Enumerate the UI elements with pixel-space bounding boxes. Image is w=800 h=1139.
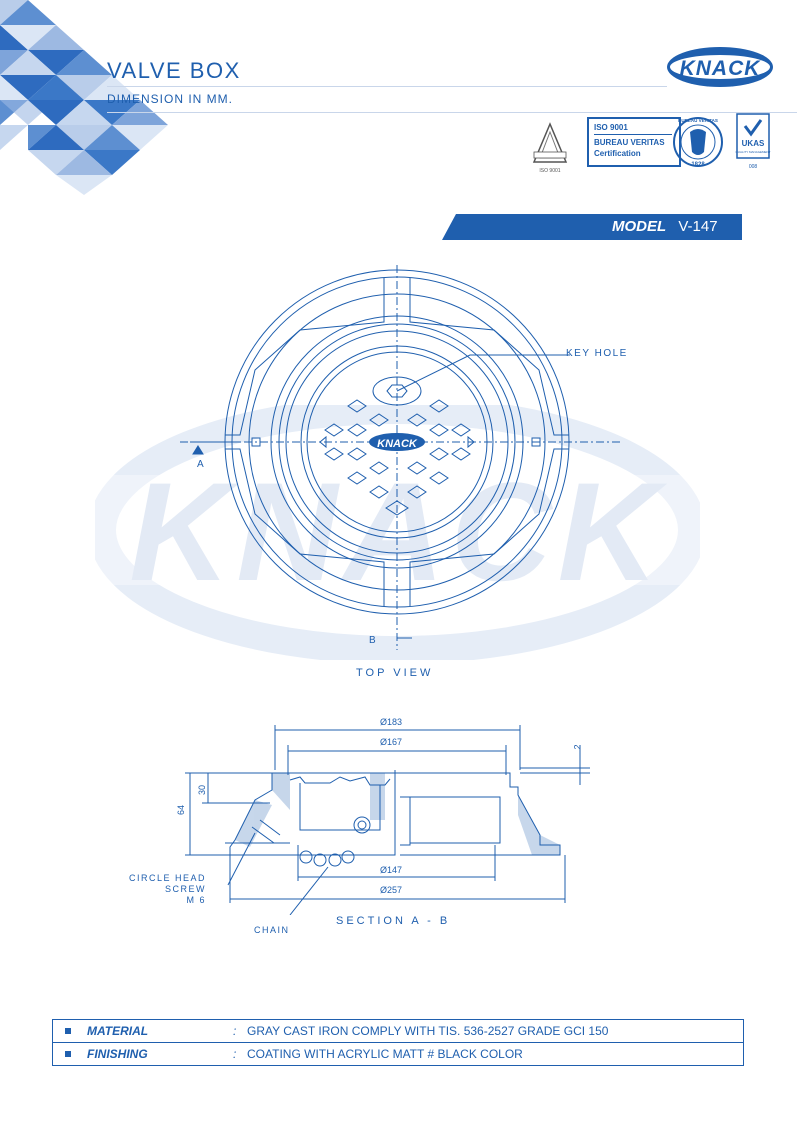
spec-label: FINISHING [87,1047,148,1061]
dim-64: 64 [176,804,187,816]
chain-label: CHAIN [254,925,290,935]
dim-183: Ø183 [380,717,403,727]
section-view-drawing [185,725,590,915]
ukas-sub: QUALITY MANAGEMENT [735,150,770,154]
dim-30: 30 [197,784,208,796]
spec-table: MATERIAL : GRAY CAST IRON COMPLY WITH TI… [52,1019,744,1066]
spec-row-material: MATERIAL : GRAY CAST IRON COMPLY WITH TI… [53,1020,743,1042]
triangle-decoration [0,0,168,195]
cover-logo-text: KNACK [377,438,418,450]
spec-colon: : [233,1047,237,1061]
bullet-icon [65,1051,71,1057]
screw-label-line-1: CIRCLE HEAD [128,873,206,883]
bv-seal: BUREAU VERITAS 1828 [673,117,723,168]
section-view-caption: SECTION A - B [336,915,451,927]
model-banner [442,214,742,240]
spec-label: MATERIAL [87,1024,149,1038]
tisi-caption: ISO 9001 [539,168,560,174]
section-mark-a: A [197,459,206,470]
bullet-icon [65,1028,71,1034]
page-subtitle: DIMENSION IN MM. [107,92,233,106]
section-mark-b: B [369,635,378,646]
spec-colon: : [233,1024,237,1038]
model-value: V-147 [678,218,718,235]
dim-167: Ø167 [380,737,403,747]
key-hole-label: KEY HOLE [566,348,628,359]
ukas-name: UKAS [742,139,765,148]
screw-label-line-3: M 6 [186,895,206,905]
model-label: MODEL [612,218,667,235]
bv-seal-top: BUREAU VERITAS [678,118,718,123]
page-title: VALVE BOX [107,58,241,83]
spec-value: COATING WITH ACRYLIC MATT # BLACK COLOR [247,1047,523,1061]
knack-logo: KNACK [667,47,773,87]
ukas-num: 008 [749,164,758,170]
top-view-drawing: KNACK [180,265,620,650]
subtitle-divider [107,112,797,113]
bv-line-1: ISO 9001 [594,123,628,132]
bv-seal-year: 1828 [691,162,705,168]
screw-label: CIRCLE HEAD SCREW M 6 [128,873,206,906]
bv-certification-box: ISO 9001 BUREAU VERITAS Certification [587,117,681,167]
screw-label-line-2: SCREW [165,884,206,894]
ukas-mark: UKAS QUALITY MANAGEMENT 008 [735,113,771,170]
bv-rule [594,134,672,135]
bv-line-3: Certification [594,149,641,158]
dim-257: Ø257 [380,885,403,895]
model-heading: MODEL V-147 [612,218,718,235]
tisi-mark: ISO 9001 [532,122,568,174]
spec-row-finishing: FINISHING : COATING WITH ACRYLIC MATT # … [53,1042,743,1065]
dim-147: Ø147 [380,865,403,875]
top-view-caption: TOP VIEW [356,667,434,679]
bv-line-2: BUREAU VERITAS [594,138,665,147]
spec-value: GRAY CAST IRON COMPLY WITH TIS. 536-2527… [247,1024,609,1038]
dim-2: 2 [572,744,583,750]
title-divider [107,86,667,87]
brand-logo-text: KNACK [680,57,762,80]
